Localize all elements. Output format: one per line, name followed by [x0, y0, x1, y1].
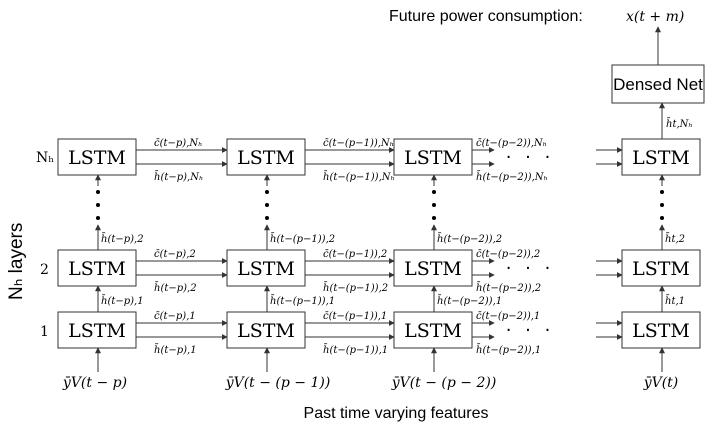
- input-label-c1: ȳV(t − (p − 1)): [225, 375, 331, 391]
- c-label-first-2: c̄(t−(p−2)),1: [476, 311, 540, 322]
- output-title: Future power consumption:: [389, 8, 583, 25]
- h-label-second-1: h̄(t−(p−1)),2: [323, 282, 388, 294]
- lstm-label-second-2: LSTM: [404, 258, 462, 280]
- c-label-top-0: c̄(t−p),Nₕ: [154, 138, 202, 149]
- h-label-first-1: h̄(t−(p−1)),1: [323, 344, 388, 356]
- lstm-box-first-3: [621, 311, 701, 349]
- c-label-top-1: c̄(t−(p−1)),Nₕ: [323, 138, 394, 149]
- vdot-1-2: [265, 216, 269, 220]
- ellipsis-second: · · ·: [506, 258, 555, 279]
- v-label-second-3: h̄t,2: [665, 233, 685, 245]
- lstm-label-first-2: LSTM: [404, 320, 462, 342]
- row-label-second: 2: [40, 262, 49, 278]
- lstm-label-top-0: LSTM: [68, 147, 126, 169]
- lstm-box-second-2: [393, 249, 473, 287]
- vdot-0-1: [96, 203, 100, 207]
- c-label-first-1: c̄(t−(p−1)),1: [323, 311, 387, 322]
- vdot-1-1: [265, 203, 269, 207]
- v-label-first-2: h̄(t−(p−2)),1: [437, 295, 502, 307]
- vdot-1-0: [265, 190, 269, 194]
- lstm-box-top-0: [57, 138, 137, 176]
- lstm-label-second-0: LSTM: [68, 258, 126, 280]
- h-label-second-2: h̄(t−(p−2)),2: [476, 282, 541, 294]
- lstm-box-first-0: [57, 311, 137, 349]
- dense-net-box: [611, 64, 705, 104]
- input-label-c0: ȳV(t − p): [62, 375, 127, 391]
- vdot-0-2: [96, 216, 100, 220]
- dense-net-label: Densed Net: [613, 75, 703, 94]
- ellipsis-first: · · ·: [506, 320, 555, 341]
- lstm-label-second-3: LSTM: [632, 258, 690, 280]
- h-label-first-0: h̄(t−p),1: [154, 344, 197, 356]
- lstm-box-second-0: [57, 249, 137, 287]
- row-label-top: Nₕ: [36, 150, 54, 166]
- footer-caption: Past time varying features: [304, 405, 489, 422]
- lstm-box-first-1: [226, 311, 306, 349]
- c-label-second-0: c̄(t−p),2: [154, 249, 196, 260]
- h-label-first-2: h̄(t−(p−2)),1: [476, 344, 541, 356]
- layers-axis-title: Nₕ layers: [6, 223, 27, 300]
- h-label-second-0: h̄(t−p),2: [154, 282, 197, 294]
- v-label-second-0: h̄(t−p),2: [101, 233, 144, 245]
- v-label-first-3: h̄t,1: [665, 295, 685, 307]
- lstm-box-top-3: [621, 138, 701, 176]
- ellipsis-top: · · ·: [506, 147, 555, 168]
- v-label-second-1: h̄(t−(p−1)),2: [270, 233, 335, 245]
- lstm-label-first-1: LSTM: [237, 320, 295, 342]
- lstm-label-top-1: LSTM: [237, 147, 295, 169]
- lstm-box-second-1: [226, 249, 306, 287]
- vdot-2-2: [432, 216, 436, 220]
- top-to-dense-label: h̄t,Nₕ: [666, 118, 693, 130]
- lstm-label-first-0: LSTM: [68, 320, 126, 342]
- c-label-second-2: c̄(t−(p−2)),2: [476, 249, 540, 260]
- lstm-label-first-3: LSTM: [632, 320, 690, 342]
- v-label-second-2: h̄(t−(p−2)),2: [437, 233, 502, 245]
- lstm-label-top-2: LSTM: [404, 147, 462, 169]
- lstm-label-second-1: LSTM: [237, 258, 295, 280]
- lstm-label-top-3: LSTM: [632, 147, 690, 169]
- input-label-c2: ȳV(t − (p − 2)): [391, 375, 497, 391]
- vdot-2-0: [432, 190, 436, 194]
- output-formula: x(t + m): [626, 9, 684, 25]
- lstm-box-top-2: [393, 138, 473, 176]
- h-label-top-1: h̄(t−(p−1)),Nₕ: [323, 171, 395, 183]
- h-label-top-0: h̄(t−p),Nₕ: [154, 171, 203, 183]
- v-label-first-1: h̄(t−(p−1)),1: [270, 295, 335, 307]
- c-label-top-2: c̄(t−(p−2)),Nₕ: [476, 138, 547, 149]
- lstm-box-first-2: [393, 311, 473, 349]
- c-label-first-0: c̄(t−p),1: [154, 311, 196, 322]
- input-label-c3: ȳV(t): [643, 375, 679, 391]
- row-label-first: 1: [40, 324, 49, 340]
- v-label-first-0: h̄(t−p),1: [101, 295, 144, 307]
- vdot-2-1: [432, 203, 436, 207]
- h-label-top-2: h̄(t−(p−2)),Nₕ: [476, 171, 548, 183]
- vdot-3-2: [660, 216, 664, 220]
- c-label-second-1: c̄(t−(p−1)),2: [323, 249, 387, 260]
- vdot-3-1: [660, 203, 664, 207]
- vdot-3-0: [660, 190, 664, 194]
- vdot-0-0: [96, 190, 100, 194]
- lstm-box-second-3: [621, 249, 701, 287]
